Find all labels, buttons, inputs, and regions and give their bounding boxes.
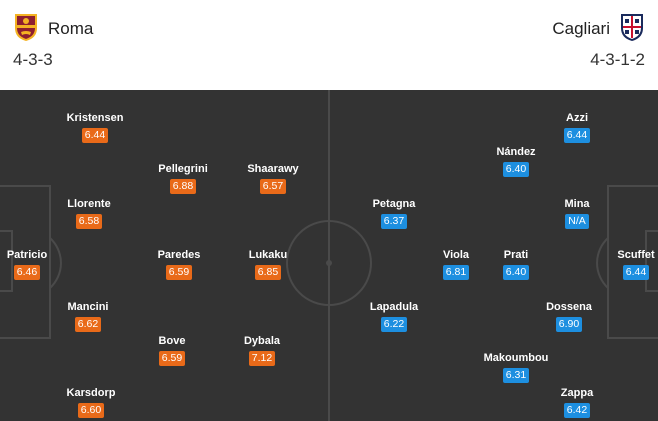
away-team-name[interactable]: Cagliari	[552, 19, 610, 38]
away-player[interactable]: Mina N/A	[537, 198, 617, 229]
player-rating: 6.60	[77, 403, 105, 418]
player-name: Paredes	[157, 249, 201, 261]
away-player[interactable]: Prati 6.40	[476, 249, 556, 280]
player-name: Lapadula	[369, 301, 419, 313]
player-rating: 6.90	[555, 317, 583, 332]
away-player[interactable]: Lapadula 6.22	[354, 301, 434, 332]
player-name: Mancini	[67, 301, 109, 313]
away-player[interactable]: Azzi 6.44	[537, 112, 617, 143]
away-player[interactable]: Dossena 6.90	[529, 301, 609, 332]
player-name: Pellegrini	[158, 163, 208, 175]
home-player[interactable]: Bove 6.59	[132, 335, 212, 366]
player-name: Azzi	[566, 112, 588, 124]
away-player[interactable]: Makoumbou 6.31	[476, 352, 556, 383]
away-formation: 4-3-1-2	[590, 50, 645, 69]
away-player[interactable]: Zappa 6.42	[537, 387, 617, 418]
player-rating: 6.58	[75, 214, 103, 229]
home-player[interactable]: Shaarawy 6.57	[233, 163, 313, 194]
player-name: Dybala	[243, 335, 281, 347]
player-rating: 6.37	[380, 214, 408, 229]
home-player[interactable]: Patricio 6.46	[0, 249, 67, 280]
home-player[interactable]: Lukaku 6.85	[228, 249, 308, 280]
player-name: Shaarawy	[247, 163, 299, 175]
home-player[interactable]: Llorente 6.58	[49, 198, 129, 229]
home-player[interactable]: Paredes 6.59	[139, 249, 219, 280]
player-rating: 6.57	[259, 179, 287, 194]
player-rating: 6.88	[169, 179, 197, 194]
player-name: Patricio	[6, 249, 48, 261]
player-name: Bove	[158, 335, 186, 347]
player-rating: 6.85	[254, 265, 282, 280]
pitch-markings	[0, 90, 658, 421]
player-rating: 6.40	[502, 162, 530, 177]
player-name: Nández	[496, 146, 536, 158]
player-name: Lukaku	[248, 249, 288, 261]
home-player[interactable]: Kristensen 6.44	[55, 112, 135, 143]
match-header: Roma 4-3-3 Cagliari 4-3-1-2	[0, 0, 658, 90]
player-rating: 6.46	[13, 265, 41, 280]
player-rating: 6.31	[502, 368, 530, 383]
player-rating: 6.81	[442, 265, 470, 280]
player-name: Dossena	[546, 301, 592, 313]
home-team-name[interactable]: Roma	[48, 19, 94, 38]
player-name: Petagna	[372, 198, 416, 210]
player-rating: 6.40	[502, 265, 530, 280]
home-formation: 4-3-3	[13, 50, 53, 69]
player-rating: 7.12	[248, 351, 276, 366]
player-rating: 6.59	[165, 265, 193, 280]
roma-crest-icon[interactable]	[13, 12, 39, 42]
player-name: Viola	[442, 249, 470, 261]
away-player[interactable]: Petagna 6.37	[354, 198, 434, 229]
home-player[interactable]: Karsdorp 6.60	[51, 387, 131, 418]
player-name: Scuffet	[617, 249, 655, 261]
home-player[interactable]: Dybala 7.12	[222, 335, 302, 366]
away-player[interactable]: Scuffet 6.44	[596, 249, 658, 280]
player-name: Karsdorp	[66, 387, 116, 399]
player-name: Llorente	[67, 198, 111, 210]
player-name: Kristensen	[66, 112, 124, 124]
player-rating: 6.62	[74, 317, 102, 332]
player-name: Mina	[564, 198, 590, 210]
cagliari-crest-icon[interactable]	[619, 12, 645, 42]
away-player[interactable]: Nández 6.40	[476, 146, 556, 177]
player-name: Prati	[503, 249, 529, 261]
player-rating: 6.22	[380, 317, 408, 332]
player-rating: 6.42	[563, 403, 591, 418]
player-rating: 6.44	[563, 128, 591, 143]
player-name: Zappa	[560, 387, 594, 399]
home-player[interactable]: Mancini 6.62	[48, 301, 128, 332]
player-rating: 6.44	[622, 265, 650, 280]
player-name: Makoumbou	[483, 352, 549, 364]
pitch: Kristensen 6.44 Pellegrini 6.88 Shaarawy…	[0, 90, 658, 421]
player-rating: N/A	[565, 214, 589, 229]
home-player[interactable]: Pellegrini 6.88	[143, 163, 223, 194]
player-rating: 6.59	[158, 351, 186, 366]
player-rating: 6.44	[81, 128, 109, 143]
away-player[interactable]: Viola 6.81	[416, 249, 496, 280]
